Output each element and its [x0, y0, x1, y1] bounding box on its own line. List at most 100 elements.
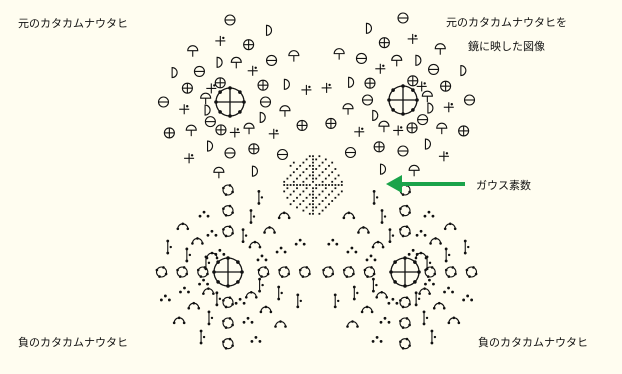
- gaussian-prime-point: [289, 203, 292, 206]
- gaussian-prime-point: [312, 206, 314, 209]
- negative-glyph: [342, 211, 356, 220]
- negative-glyph: [375, 290, 389, 299]
- label-negative-left: 負のカタカムナウタヒ: [18, 336, 128, 349]
- center-dot: [393, 260, 397, 264]
- negative-glyph: [206, 229, 218, 237]
- negative-glyph: [296, 293, 302, 309]
- gaussian-prime-point: [308, 155, 311, 158]
- gaussian-primes-figure: [283, 155, 343, 215]
- negative-glyph: [250, 336, 262, 343]
- center-dot: [415, 98, 419, 102]
- katakamuna-glyph: [247, 65, 258, 76]
- negative-glyph: [222, 225, 234, 238]
- center-dot: [242, 100, 246, 104]
- gaussian-prime-point: [315, 196, 318, 199]
- negative-glyph: [222, 184, 234, 196]
- center-dot: [411, 108, 415, 112]
- katakamuna-glyph: [259, 96, 272, 108]
- negative-glyph: [322, 266, 335, 278]
- negative-glyph: [463, 239, 470, 255]
- negative-glyph: [222, 204, 234, 217]
- gaussian-prime-point: [292, 200, 295, 202]
- negative-glyph: [360, 305, 374, 314]
- gaussian-prime-point: [312, 187, 314, 190]
- katakamuna-glyph: [321, 82, 332, 93]
- negative-glyph: [443, 286, 454, 294]
- gaussian-prime-point: [318, 212, 321, 215]
- original-katakamuna-figure: [157, 14, 312, 179]
- negative-katakamuna-figure-right: [322, 184, 478, 350]
- label-original: 元のカタカムナウタヒ: [18, 17, 128, 30]
- negative-glyph: [166, 239, 172, 255]
- katakamuna-glyph: [204, 104, 211, 116]
- negative-glyph: [462, 294, 474, 302]
- katakamuna-glyph: [187, 45, 199, 57]
- gaussian-prime-point: [324, 196, 327, 199]
- gaussian-prime-point: [305, 168, 308, 170]
- katakamuna-glyph: [417, 114, 429, 126]
- negative-glyph: [263, 226, 276, 234]
- katakamuna-glyph: [424, 138, 431, 150]
- center-dot: [236, 280, 240, 284]
- negative-glyph: [277, 285, 283, 301]
- katakamuna-glyph: [364, 77, 376, 89]
- gaussian-prime-point: [302, 200, 305, 202]
- negative-glyph: [365, 254, 377, 262]
- gaussian-prime-point: [299, 184, 302, 186]
- gaussian-prime-point: [315, 158, 318, 161]
- katakamuna-glyph: [397, 12, 409, 24]
- gaussian-prime-point: [308, 212, 311, 215]
- negative-glyph: [327, 238, 339, 246]
- center-dot: [240, 270, 244, 274]
- negative-glyph: [222, 337, 234, 350]
- katakamuna-glyph: [265, 54, 278, 67]
- katakamuna-glyph: [265, 24, 272, 36]
- gaussian-prime-point: [305, 184, 308, 186]
- gaussian-prime-point: [305, 158, 308, 161]
- center-dot: [226, 256, 230, 260]
- gaussian-prime-point: [318, 184, 321, 186]
- center-dot: [413, 260, 417, 264]
- center-dot: [387, 98, 391, 102]
- gaussian-prime-point: [305, 196, 308, 199]
- katakamuna-glyph: [354, 126, 365, 137]
- negative-glyph: [214, 248, 226, 256]
- label-mirrored-line1: 元のカタカムナウタヒを: [446, 16, 567, 29]
- negative-glyph: [258, 277, 264, 293]
- gaussian-prime-point: [321, 190, 324, 193]
- negative-glyph: [399, 204, 411, 217]
- gaussian-prime-point: [334, 196, 337, 199]
- katakamuna-glyph: [436, 122, 448, 135]
- katakamuna-glyph: [348, 76, 355, 88]
- gaussian-prime-point: [328, 164, 330, 167]
- negative-glyph: [274, 320, 287, 328]
- katakamuna-glyph: [355, 52, 368, 65]
- gaussian-prime-point: [315, 184, 318, 186]
- katakamuna-glyph: [325, 117, 337, 129]
- gaussian-prime-point: [321, 180, 324, 183]
- katakamuna-glyph: [248, 143, 260, 155]
- gaussian-prime-point: [296, 177, 298, 180]
- negative-glyph: [443, 222, 457, 231]
- center-dot: [238, 110, 242, 114]
- negative-glyph: [379, 316, 391, 324]
- gaussian-prime-point: [331, 171, 334, 174]
- negative-glyph: [399, 317, 411, 329]
- negative-glyph: [179, 286, 190, 294]
- gaussian-prime-point: [331, 200, 334, 202]
- gaussian-prime-point: [331, 180, 334, 183]
- center-dot: [403, 256, 407, 260]
- negative-glyph: [215, 291, 222, 307]
- negative-glyph: [294, 238, 306, 246]
- katakamuna-glyph: [279, 105, 291, 117]
- katakamuna-glyph: [301, 84, 312, 95]
- gaussian-prime-point: [299, 164, 302, 167]
- gaussian-prime-point: [321, 184, 324, 186]
- center-dot: [391, 108, 395, 112]
- katakamuna-glyph: [185, 124, 197, 137]
- negative-glyph: [429, 237, 442, 245]
- katakamuna-glyph: [215, 35, 226, 46]
- center-dot: [411, 88, 415, 92]
- negative-glyph: [257, 190, 264, 205]
- center-dot: [218, 90, 222, 94]
